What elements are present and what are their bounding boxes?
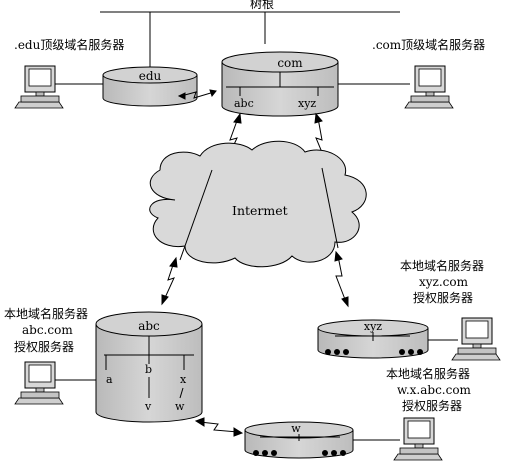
edu-disk-label: edu bbox=[139, 69, 162, 83]
abc-local-server: 本地域名服务器 abc.com 授权服务器 abc a b x v w bbox=[4, 306, 203, 423]
status-led bbox=[325, 349, 331, 355]
com-branch-xyz: xyz bbox=[298, 97, 316, 110]
com-server-caption: .com顶级域名服务器 bbox=[372, 37, 485, 52]
xyz-local-server: 本地域名服务器 xyz.com 授权服务器 xyz bbox=[317, 258, 484, 359]
com-disk-label: com bbox=[277, 56, 303, 70]
com-top-level-server: .com顶级域名服务器 com abc xyz bbox=[221, 37, 485, 117]
abc-branch-x: x bbox=[180, 373, 187, 386]
status-led bbox=[399, 349, 405, 355]
status-led bbox=[340, 450, 346, 456]
root-node: 树根 bbox=[100, 0, 400, 72]
com-computer-icon bbox=[404, 65, 454, 109]
w-disk-label: w bbox=[291, 422, 301, 435]
xyz-computer-icon bbox=[451, 317, 501, 361]
w-caption-line-2: w.x.abc.com bbox=[397, 383, 472, 397]
status-led bbox=[343, 349, 349, 355]
abc-computer-icon bbox=[14, 361, 64, 405]
status-led bbox=[271, 450, 277, 456]
abc-disk-label: abc bbox=[138, 319, 160, 333]
abc-leaf-v: v bbox=[144, 400, 152, 413]
edu-server-caption: .edu顶级域名服务器 bbox=[14, 37, 124, 52]
xyz-caption-line-1: 本地域名服务器 bbox=[400, 258, 484, 273]
root-label: 树根 bbox=[250, 0, 274, 11]
w-caption-line-3: 授权服务器 bbox=[402, 398, 462, 413]
w-local-server: 本地域名服务器 w.x.abc.com 授权服务器 w bbox=[244, 366, 472, 459]
abc-branch-b: b bbox=[145, 363, 152, 376]
edu-com-link-icon bbox=[177, 89, 217, 100]
status-led bbox=[331, 450, 337, 456]
status-led bbox=[262, 450, 268, 456]
edu-computer-icon bbox=[14, 65, 64, 109]
status-led bbox=[408, 349, 414, 355]
status-led bbox=[417, 349, 423, 355]
status-led bbox=[322, 450, 328, 456]
abc-leaf-w: w bbox=[175, 400, 185, 413]
abc-w-link-icon bbox=[194, 417, 244, 437]
internet-label: Intermet bbox=[232, 203, 288, 218]
xyz-disk-label: xyz bbox=[364, 320, 382, 333]
abc-caption-line-1: 本地域名服务器 bbox=[4, 306, 88, 321]
abc-caption-line-2: abc.com bbox=[22, 323, 73, 337]
abc-branch-a: a bbox=[106, 373, 113, 386]
internet-xyz-link-icon bbox=[334, 250, 349, 308]
status-led bbox=[253, 450, 259, 456]
internet-abc-link-icon bbox=[161, 256, 178, 306]
xyz-caption-line-2: xyz.com bbox=[419, 275, 469, 289]
com-branch-abc: abc bbox=[234, 97, 254, 110]
internet-cloud: Intermet bbox=[149, 140, 367, 268]
edu-top-level-server: .edu顶级域名服务器 edu bbox=[14, 37, 198, 107]
w-caption-line-1: 本地域名服务器 bbox=[386, 366, 470, 381]
status-led bbox=[334, 349, 340, 355]
abc-caption-line-3: 授权服务器 bbox=[14, 339, 74, 354]
w-computer-icon bbox=[393, 417, 443, 461]
xyz-caption-line-3: 授权服务器 bbox=[413, 290, 473, 305]
